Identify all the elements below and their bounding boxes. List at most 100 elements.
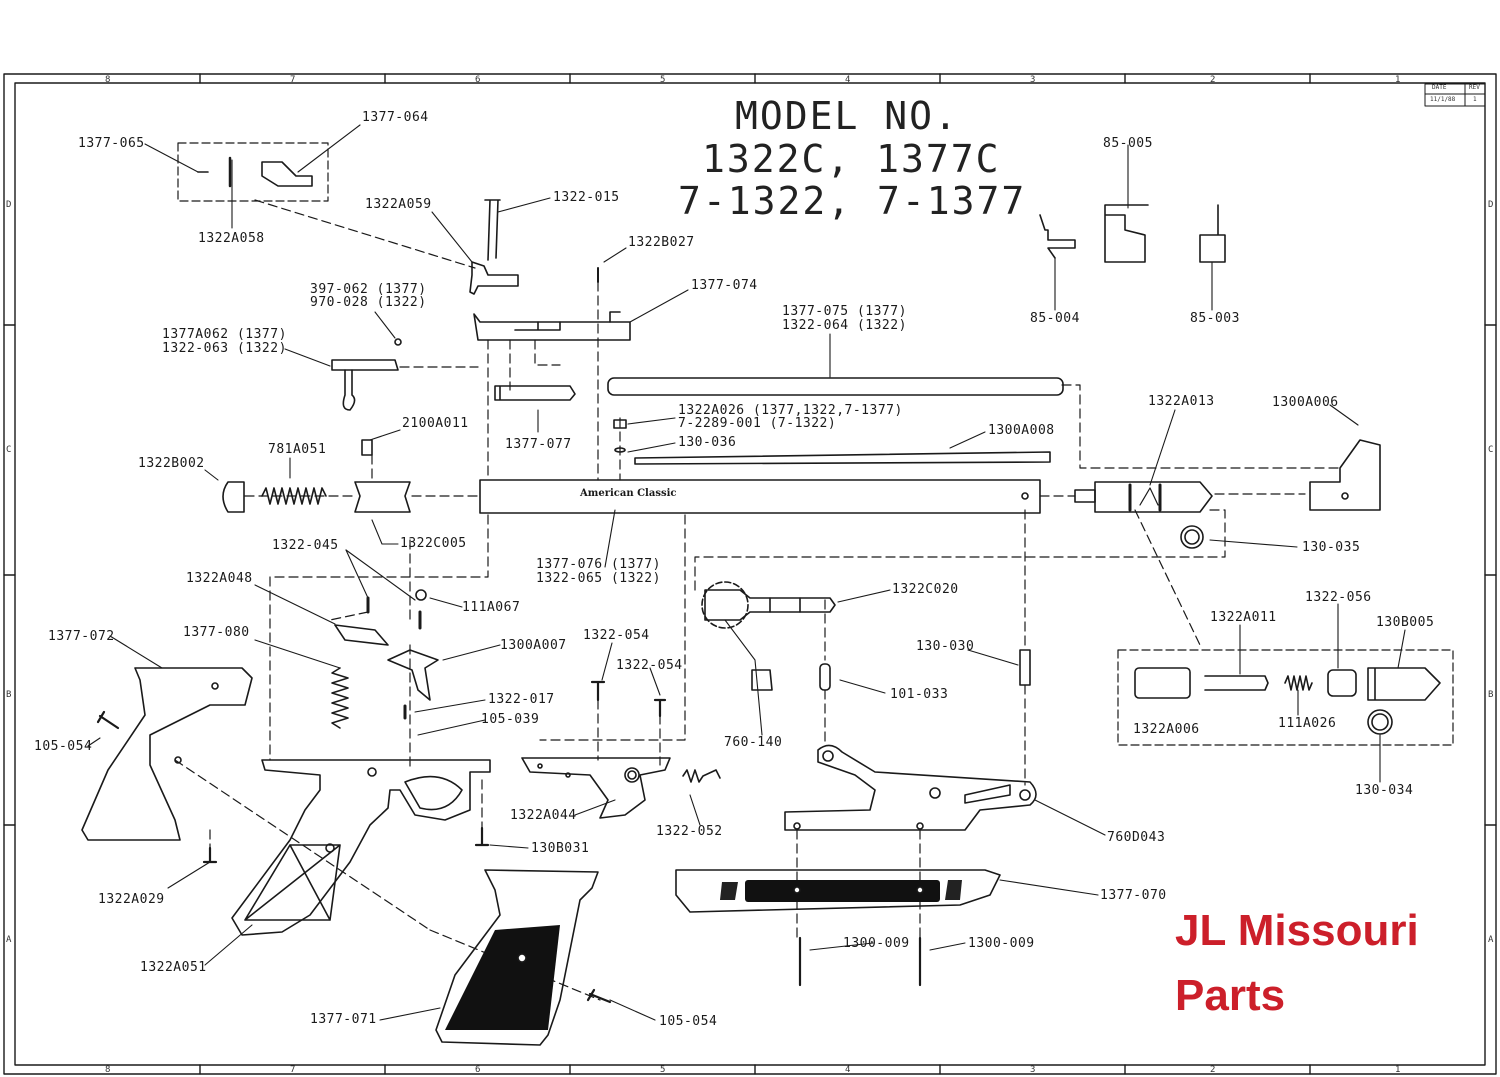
grid-row-d: D	[6, 200, 12, 210]
label-1377A062: 1377A062 (1377)	[162, 327, 287, 342]
label-397-062: 397-062 (1377)	[310, 282, 427, 297]
grid-col-7: 7	[290, 75, 296, 85]
label-970-028: 970-028 (1322)	[310, 295, 427, 310]
revision-block	[1424, 83, 1486, 107]
sight-85-005	[1104, 204, 1149, 263]
grid-col-2: 2	[1210, 75, 1216, 85]
grid-col-4: 4	[845, 75, 851, 85]
label-130-036: 130-036	[678, 435, 737, 450]
label-1322A058: 1322A058	[198, 231, 265, 246]
label-1322-063: 1322-063 (1322)	[162, 341, 287, 356]
grid-col-2-bottom: 2	[1210, 1065, 1216, 1075]
label-105-054-b: 105-054	[659, 1014, 718, 1029]
grid-col-3-bottom: 3	[1030, 1065, 1036, 1075]
lower-frame-1322A051	[231, 759, 491, 936]
label-781A051: 781A051	[268, 442, 327, 457]
screws	[96, 680, 922, 1004]
rev-value: 1	[1473, 96, 1477, 103]
trigger-1300A007	[387, 649, 439, 701]
linkage-1322C020	[701, 581, 836, 629]
label-1322-017: 1322-017	[488, 692, 555, 707]
label-1322B027: 1322B027	[628, 235, 695, 250]
rev-date-value: 11/1/88	[1430, 96, 1456, 103]
spring-1377-080	[331, 667, 349, 729]
pin-2100A011	[361, 439, 373, 456]
label-1300-009-b: 1300-009	[968, 936, 1035, 951]
label-1322A013: 1322A013	[1148, 394, 1215, 409]
grid-col-3: 3	[1030, 75, 1036, 85]
label-1377-074: 1377-074	[691, 278, 758, 293]
label-1300A006: 1300A006	[1272, 395, 1339, 410]
label-760D043: 760D043	[1107, 830, 1166, 845]
grid-row-b: B	[6, 690, 12, 700]
label-1322-015: 1322-015	[553, 190, 620, 205]
grid-col-7-bottom: 7	[290, 1065, 296, 1075]
seal-130-036	[614, 447, 626, 453]
label-1377-077: 1377-077	[505, 437, 572, 452]
label-105-054-a: 105-054	[34, 739, 93, 754]
barrel-1377-075	[607, 377, 1064, 396]
rev-header: REV	[1469, 84, 1480, 91]
label-85-004: 85-004	[1030, 311, 1080, 326]
label-1377-076: 1377-076 (1377)	[536, 557, 661, 572]
label-130-034: 130-034	[1355, 783, 1414, 798]
label-1322A006: 1322A006	[1133, 722, 1200, 737]
label-85-003: 85-003	[1190, 311, 1240, 326]
bushing-760-140	[751, 669, 773, 691]
label-1322-054-a: 1322-054	[583, 628, 650, 643]
end-cap-1322B002	[222, 481, 245, 513]
bolt-guide	[494, 385, 576, 401]
valve-detail	[1117, 649, 1454, 746]
label-105-039: 105-039	[481, 712, 540, 727]
label-1322A048: 1322A048	[186, 571, 253, 586]
label-7-2289-001: 7-2289-001 (7-1322)	[678, 416, 837, 431]
rear-sight	[469, 199, 519, 295]
grid-col-1: 1	[1395, 75, 1401, 85]
label-1322C005: 1322C005	[400, 536, 467, 551]
brand-line1: JL Missouri	[1175, 906, 1419, 955]
label-130-035: 130-035	[1302, 540, 1361, 555]
label-1322-064: 1322-064 (1322)	[782, 318, 907, 333]
clip-111A067	[415, 589, 427, 601]
grid-col-8-bottom: 8	[105, 1065, 111, 1075]
trigger-housing-1322A044	[521, 757, 671, 819]
grid-col-8: 8	[105, 75, 111, 85]
label-1300A008: 1300A008	[988, 423, 1055, 438]
label-1322-056: 1322-056	[1305, 590, 1372, 605]
barrel-engraving: American Classic	[580, 488, 677, 499]
bolt-1377A062	[331, 338, 402, 411]
label-1377-065: 1377-065	[78, 136, 145, 151]
label-1322B002: 1322B002	[138, 456, 205, 471]
spring-781A051	[261, 487, 327, 505]
label-1322A051: 1322A051	[140, 960, 207, 975]
grid-row-c-right: C	[1488, 445, 1494, 455]
washer-130-035	[1180, 525, 1204, 549]
forearm-1377-070	[675, 869, 1001, 913]
rod-1300A008	[634, 451, 1051, 465]
leader-lines	[87, 124, 1406, 1021]
label-130B005: 130B005	[1376, 615, 1435, 630]
brand-line2: Parts	[1175, 971, 1286, 1020]
grid-row-c: C	[6, 445, 12, 455]
label-1322-054-b: 1322-054	[616, 658, 683, 673]
label-1377-072: 1377-072	[48, 629, 115, 644]
rev-date-header: DATE	[1432, 84, 1447, 91]
front-block-1300A006	[1309, 439, 1381, 511]
label-1322-065: 1322-065 (1322)	[536, 571, 661, 586]
pin-130-030	[1019, 649, 1031, 686]
label-111A067: 111A067	[462, 600, 521, 615]
label-2100A011: 2100A011	[402, 416, 469, 431]
label-1322A011: 1322A011	[1210, 610, 1277, 625]
label-1322-052: 1322-052	[656, 824, 723, 839]
label-1300-009-a: 1300-009	[843, 936, 910, 951]
model-title-line2: 1322C, 1377C	[702, 137, 1001, 181]
grid-col-4-bottom: 4	[845, 1065, 851, 1075]
grip-frame-1377-072	[81, 667, 253, 841]
label-1377-080: 1377-080	[183, 625, 250, 640]
grid-col-5-bottom: 5	[660, 1065, 666, 1075]
grid-row-b-right: B	[1488, 690, 1494, 700]
label-1322A029: 1322A029	[98, 892, 165, 907]
o-ring-1322A026	[613, 419, 627, 429]
label-1322A059: 1322A059	[365, 197, 432, 212]
